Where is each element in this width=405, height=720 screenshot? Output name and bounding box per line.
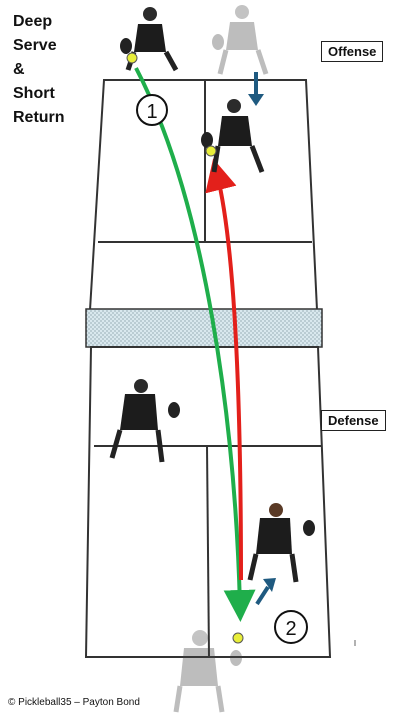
title-line: Short bbox=[13, 85, 55, 102]
serve-path-arrow bbox=[134, 67, 256, 622]
movement-arrowhead bbox=[263, 578, 276, 592]
step-marker-circle bbox=[274, 610, 308, 644]
ball-contact bbox=[205, 145, 217, 157]
paddle bbox=[303, 520, 315, 536]
player-head bbox=[143, 7, 157, 21]
player-head bbox=[134, 379, 148, 393]
title-line: & bbox=[13, 61, 25, 78]
near-court-outline bbox=[84, 346, 332, 658]
player-torso bbox=[120, 394, 158, 430]
net bbox=[85, 308, 323, 348]
player-offense-partner bbox=[212, 5, 269, 75]
credit-text: © Pickleball35 – Payton Bond bbox=[8, 697, 140, 708]
step-marker-text: 2 bbox=[285, 618, 296, 640]
step-marker-2: 2 bbox=[274, 610, 308, 644]
diagram-title: Deep Serve & Short Return bbox=[13, 10, 65, 130]
movement-arrow-defense bbox=[255, 578, 276, 606]
title-line: Serve bbox=[13, 37, 57, 54]
player-head bbox=[192, 630, 208, 646]
player-legs bbox=[173, 685, 225, 713]
defense-label: Defense bbox=[321, 410, 386, 431]
ball-return bbox=[232, 632, 244, 644]
step-marker-text: 1 bbox=[146, 101, 157, 123]
player-legs bbox=[211, 145, 265, 173]
step-marker-1: 1 bbox=[136, 94, 168, 126]
player-torso bbox=[226, 22, 258, 50]
paddle bbox=[201, 132, 213, 148]
player-defense-right bbox=[247, 503, 315, 583]
paddle bbox=[168, 402, 180, 418]
step-marker-circle bbox=[136, 94, 168, 126]
player-head bbox=[235, 5, 249, 19]
paddle bbox=[120, 38, 132, 54]
player-torso bbox=[134, 24, 166, 52]
player-defense-left bbox=[109, 379, 180, 463]
movement-arrow-shaft bbox=[255, 585, 270, 606]
player-legs bbox=[109, 429, 165, 463]
movement-arrowhead bbox=[248, 94, 264, 106]
title-line: Deep bbox=[13, 13, 53, 30]
player-torso bbox=[180, 648, 218, 686]
paddle bbox=[212, 34, 224, 50]
player-head bbox=[227, 99, 241, 113]
player-torso bbox=[218, 116, 252, 146]
player-defense-returner-start bbox=[173, 630, 242, 713]
offense-label: Offense bbox=[321, 41, 384, 62]
player-legs bbox=[217, 49, 269, 75]
player-head bbox=[269, 503, 283, 517]
movement-arrow-offense bbox=[248, 72, 264, 106]
title-line: Return bbox=[13, 109, 65, 126]
near-center-line bbox=[206, 445, 210, 658]
paddle bbox=[230, 650, 242, 666]
player-torso bbox=[256, 518, 292, 554]
player-legs bbox=[247, 553, 299, 583]
ball-serve bbox=[126, 52, 138, 64]
near-court bbox=[84, 346, 332, 658]
return-path-arrow bbox=[205, 158, 243, 581]
player-offense-kitchen bbox=[201, 99, 265, 173]
